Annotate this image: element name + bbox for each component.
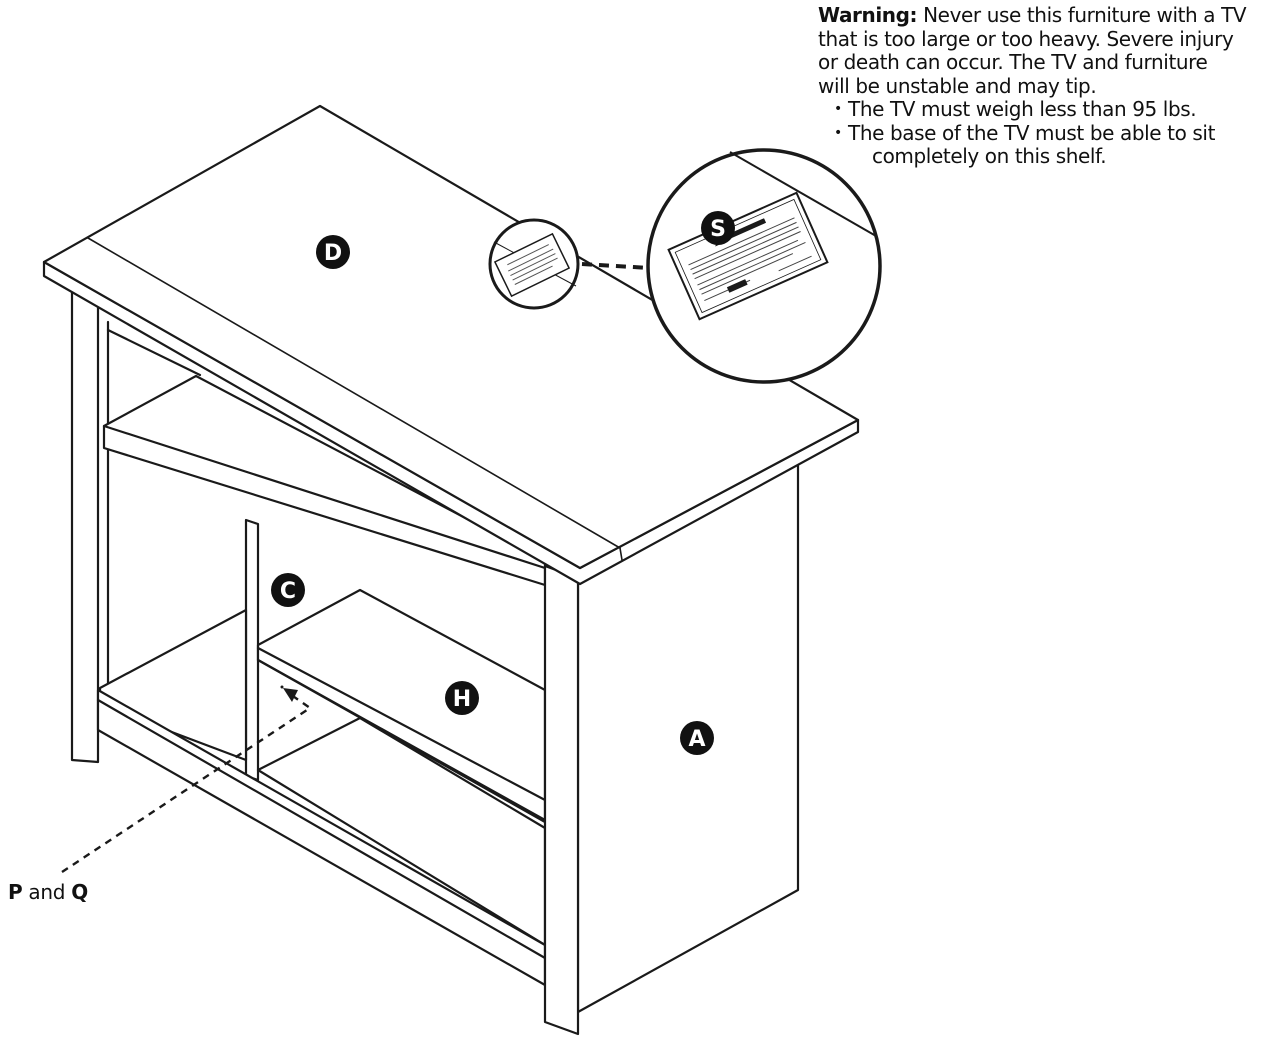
left-back-post xyxy=(70,288,100,764)
hardware-callout: P and Q xyxy=(8,880,88,904)
badge-d: D xyxy=(316,235,350,269)
badge-d-letter: D xyxy=(324,241,342,266)
badge-a-letter: A xyxy=(688,727,705,752)
badge-s-letter: S xyxy=(710,217,726,242)
top-d xyxy=(42,104,860,570)
warning-bullet-2-continuation: completely on this shelf. xyxy=(872,144,1107,168)
badge-c-letter: C xyxy=(280,579,296,604)
shelf-h-bottom xyxy=(256,658,547,824)
badge-s: S xyxy=(701,211,735,245)
warning-bullet-2-text: The base of the TV must be able to sit xyxy=(848,120,1216,145)
upper-shelf-front xyxy=(102,424,547,570)
hardware-q: Q xyxy=(71,880,88,904)
label-location-marker xyxy=(488,218,580,310)
top-trim-line xyxy=(87,237,621,549)
hardware-leader xyxy=(61,685,313,874)
hardware-and: and xyxy=(28,880,66,904)
hardware-p: P xyxy=(8,880,23,904)
hardware-hole xyxy=(280,685,284,689)
warning-label: Warning: xyxy=(818,3,918,27)
interior-back-top xyxy=(106,328,202,377)
warning-bullets: The TV must weigh less than 95 lbs. The … xyxy=(818,97,1268,169)
zoom-connector xyxy=(581,262,651,270)
warning-line-2: that is too large or too heavy. Severe i… xyxy=(818,26,1234,51)
warning-bullet-1-text: The TV must weigh less than 95 lbs. xyxy=(848,97,1197,121)
badge-c: C xyxy=(271,573,305,607)
front-right-post xyxy=(543,564,580,1036)
warning-bullet-1: The TV must weigh less than 95 lbs. xyxy=(832,97,1268,122)
magnified-label-view xyxy=(646,148,882,384)
badge-h-letter: H xyxy=(453,687,471,712)
warning-line-1: Warning: Never use this furniture with a… xyxy=(818,3,1268,28)
badge-h: H xyxy=(445,681,479,715)
warning-bullet-2: The base of the TV must be able to sitco… xyxy=(832,120,1268,169)
badge-a: A xyxy=(680,721,714,755)
warning-text: Warning: Never use this furniture with a… xyxy=(818,3,1268,169)
top-trim-end xyxy=(619,547,623,561)
arrow-head-icon xyxy=(283,688,298,702)
shelf-h-front-edge xyxy=(256,646,547,802)
center-divider-c xyxy=(244,518,260,782)
bottom-rail-line xyxy=(96,698,547,960)
warning-line-3: or death can occur. The TV and furniture xyxy=(818,50,1208,74)
warning-line-4: will be unstable and may tip. xyxy=(818,73,1097,98)
warning-line-1-text: Never use this furniture with a TV xyxy=(923,3,1247,27)
